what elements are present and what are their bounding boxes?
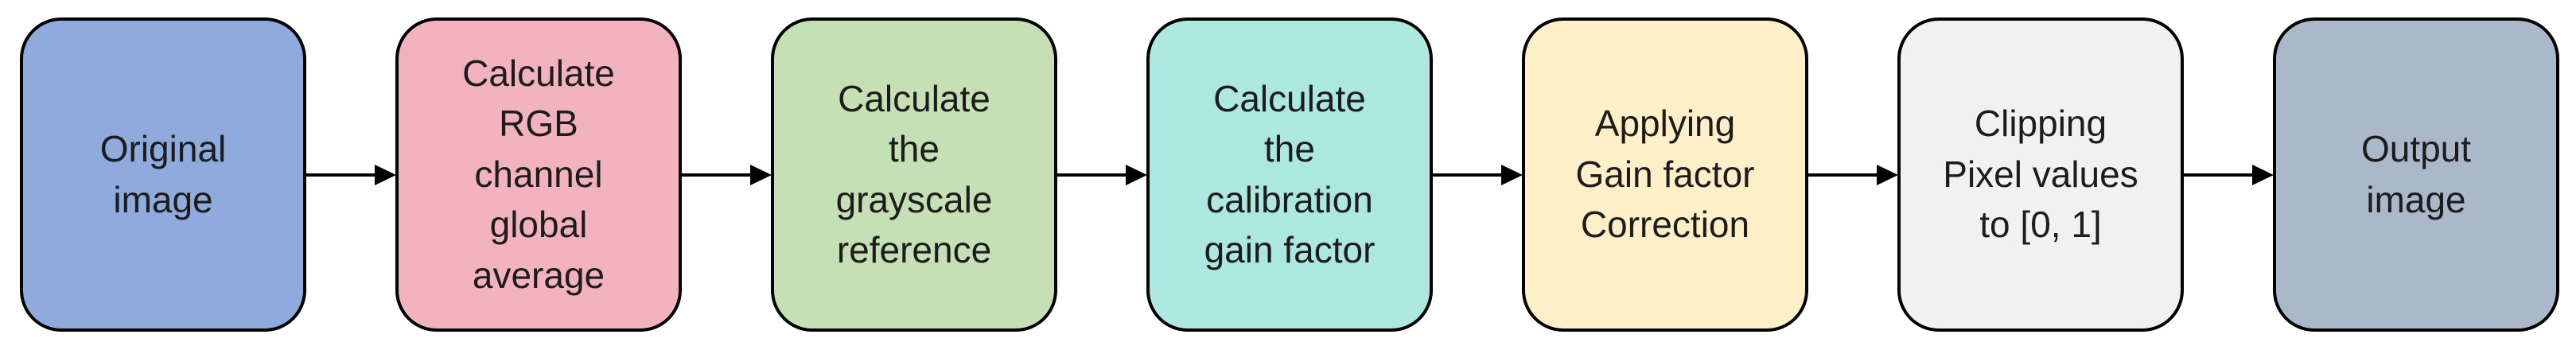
flow-arrow <box>1808 164 1898 186</box>
step-output-image: Output image <box>2273 17 2559 332</box>
flow-arrow <box>2184 164 2274 186</box>
arrow-head-icon <box>1877 164 1898 185</box>
arrow-shaft <box>1433 173 1506 177</box>
arrow-head-icon <box>750 164 772 185</box>
arrow-head-icon <box>375 164 396 185</box>
flow-arrow <box>1433 164 1523 186</box>
step-rgb-channel-global-average: Calculate RGB channel global average <box>395 17 682 332</box>
arrow-shaft <box>306 173 379 177</box>
arrow-head-icon <box>1501 164 1523 185</box>
step-grayscale-reference: Calculate the grayscale reference <box>771 17 1057 332</box>
arrow-head-icon <box>2252 164 2274 185</box>
step-calibration-gain-factor: Calculate the calibration gain factor <box>1146 17 1433 332</box>
flow-arrow <box>1057 164 1147 186</box>
step-apply-gain-factor-correction: Applying Gain factor Correction <box>1522 17 1808 332</box>
flow-arrow <box>306 164 396 186</box>
arrow-shaft <box>1808 173 1881 177</box>
arrow-head-icon <box>1126 164 1147 185</box>
flow-arrow <box>682 164 772 186</box>
arrow-shaft <box>1057 173 1130 177</box>
arrow-shaft <box>682 173 755 177</box>
step-clipping-pixel-values: Clipping Pixel values to [0, 1] <box>1897 17 2184 332</box>
step-original-image: Original image <box>20 17 306 332</box>
arrow-shaft <box>2184 173 2257 177</box>
